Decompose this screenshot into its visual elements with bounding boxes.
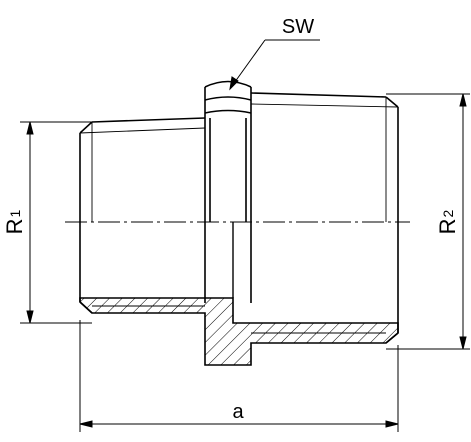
left-thread-lines — [79, 122, 206, 222]
dimension-r2 — [386, 93, 470, 350]
hex-section — [204, 80, 252, 303]
sw-label: SW — [282, 16, 314, 38]
sw-leader — [229, 39, 320, 91]
right-thread-lines — [250, 97, 399, 222]
wall-section-hatch — [79, 297, 399, 366]
left-thread-body — [79, 117, 206, 314]
r1-label: R1 — [2, 209, 27, 234]
a-label: a — [232, 401, 244, 423]
right-thread-body — [250, 92, 399, 344]
dimension-a — [79, 320, 399, 432]
r2-label: R2 — [435, 209, 460, 234]
dimension-r1 — [20, 121, 92, 324]
